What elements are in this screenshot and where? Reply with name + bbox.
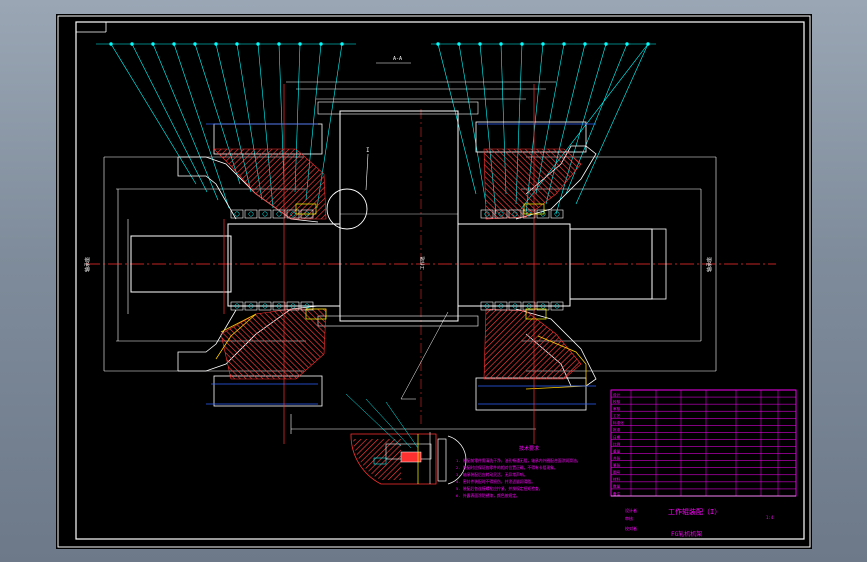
inner-border — [75, 21, 805, 540]
note-line: 2. 装配时应保证各零件的相对位置正确，不得有卡阻现象。 — [456, 465, 558, 470]
note-line: 1. 装配前零件需清洗干净，油孔畅通无阻，轴承内外圈配合面涂润滑油。 — [456, 458, 581, 463]
title-block-row: 第张 — [613, 463, 621, 468]
technical-notes: 1. 装配前零件需清洗干净，油孔畅通无阻，轴承内外圈配合面涂润滑油。 2. 装配时… — [456, 458, 581, 498]
note-line: 3. 轴承装配后应转动灵活，无异常声响。 — [456, 472, 527, 477]
detail-circle — [326, 188, 368, 230]
assembly-drawing: A-A — [57, 15, 811, 548]
title-block-row: 审核 — [613, 406, 621, 411]
title-block-row: 共张 — [613, 455, 621, 460]
work-roll-body — [339, 110, 459, 322]
detail-view — [345, 311, 467, 485]
hatched-chock-left-top — [213, 148, 327, 220]
section-label: A-A — [393, 56, 402, 62]
note-line: 4. 密封件装配时不得损伤，并涂适量润滑脂。 — [456, 479, 535, 484]
notes-title: 技术要求 — [519, 445, 539, 452]
side-label-right: 轴承座 — [706, 257, 713, 272]
block-small-3: 校对者 — [625, 525, 637, 531]
note-line: 6. 外露表面涂防锈漆，颜色按规定。 — [456, 493, 520, 498]
title-block-row: 比例 — [613, 441, 621, 446]
title-block-row: 日期 — [613, 434, 621, 439]
title-block-row: 工艺 — [613, 413, 621, 418]
section-ticks — [223, 84, 535, 444]
drawing-sheet: A-A — [56, 14, 812, 549]
outer-border — [57, 15, 811, 548]
leader-lines-left — [96, 42, 356, 209]
title-block-row: 标准化 — [613, 420, 624, 425]
hatched-chock-right-bottom — [483, 308, 582, 380]
title-block-row: 图号 — [613, 470, 621, 475]
hidden-lines — [206, 123, 596, 405]
scale-text: 1:4 — [766, 515, 774, 520]
note-line: 5. 装配后各连接螺栓应拧紧，并按规定扭矩检查。 — [456, 486, 543, 491]
title-block-row: 备注 — [613, 491, 621, 496]
title-block-row: 批准 — [613, 427, 621, 432]
center-label: 工作辊 — [419, 256, 426, 270]
title-block-row: 材料 — [613, 477, 621, 482]
title-block-row: 校核 — [613, 399, 621, 404]
title-block-row: 数量 — [613, 484, 621, 489]
detail-label: I — [366, 147, 370, 154]
side-label-left: 轴承座 — [84, 257, 91, 272]
wedge-profiles — [215, 313, 587, 390]
drive-end-left — [130, 235, 232, 293]
drawing-subtitle: FG轧机机架 — [671, 530, 702, 538]
title-block-row: 设计 — [613, 392, 621, 397]
drawing-title: 工作辊装配（I） — [668, 507, 721, 516]
title-block-row: 重量 — [613, 448, 621, 453]
hatched-chock-right-top — [483, 148, 582, 220]
block-small-1: 设计者 — [625, 507, 637, 513]
block-small-2: 审核 — [625, 515, 633, 521]
hatched-chock-left-bottom — [220, 308, 327, 380]
dimension-lines — [103, 81, 717, 434]
bearing-rows — [230, 203, 564, 320]
